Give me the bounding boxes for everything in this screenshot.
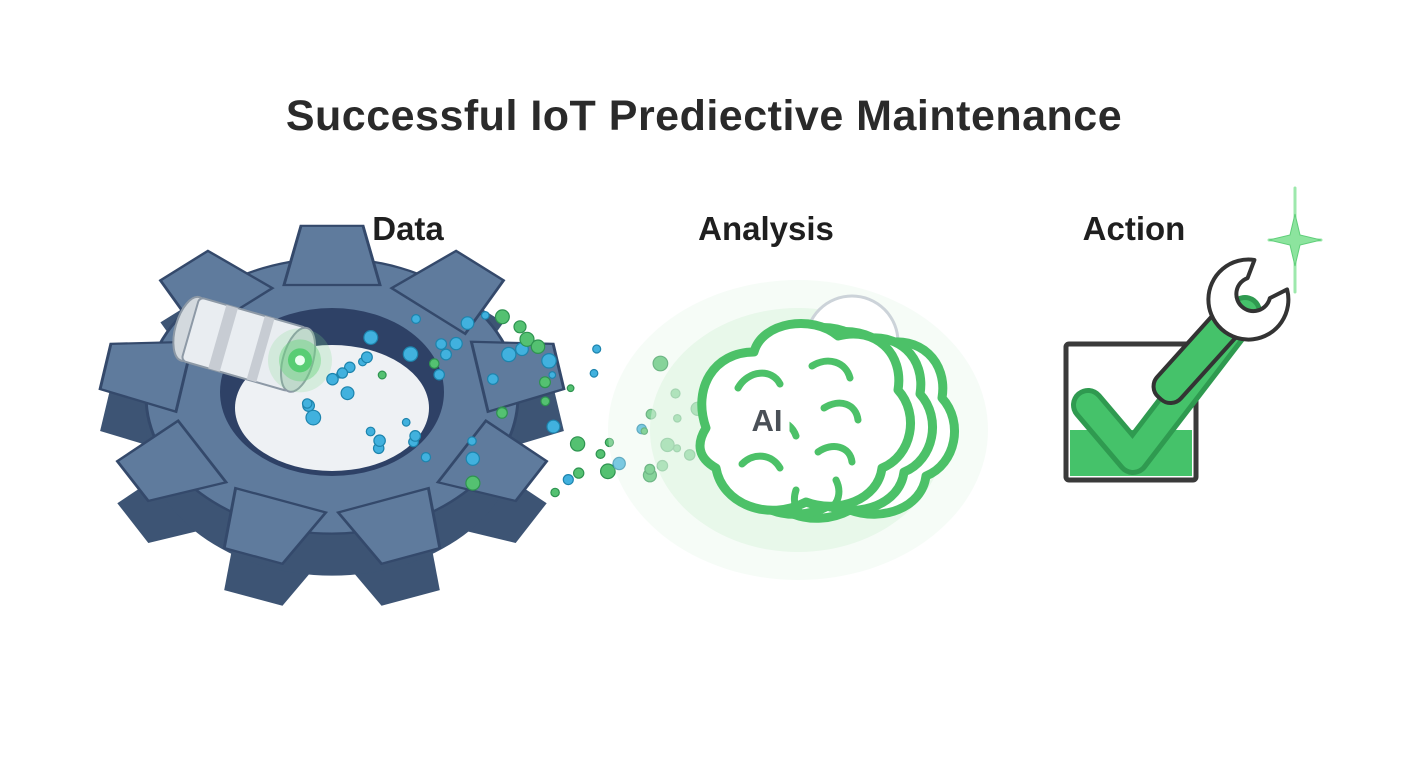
data-dot-blue: [411, 314, 422, 325]
data-dot-blue: [326, 372, 339, 386]
wrench-icon: [1151, 257, 1291, 406]
data-dot-green: [644, 463, 656, 475]
data-dot-blue: [336, 367, 349, 379]
data-dot-blue: [612, 456, 626, 471]
data-dot-blue: [480, 311, 490, 320]
data-dot-blue: [467, 436, 477, 446]
data-dot-blue: [409, 430, 422, 442]
data-dot-blue: [305, 409, 322, 426]
data-dot-blue: [435, 338, 448, 351]
data-dot-blue: [363, 330, 379, 346]
data-dot-blue: [433, 368, 445, 381]
data-dot-blue: [562, 474, 574, 486]
sensor-glow: [267, 328, 332, 393]
diagram-title: Successful IoT Prediective Maintenance: [285, 92, 1123, 140]
stage-label-data: Data: [372, 210, 444, 247]
data-dot-green: [652, 355, 669, 372]
stage-label-action: Action: [1082, 210, 1186, 247]
data-dot-green: [600, 463, 616, 480]
data-dot-green: [519, 331, 535, 347]
data-dot-green: [604, 437, 615, 448]
data-dot-blue: [440, 348, 453, 361]
data-dot-green: [569, 436, 586, 452]
data-dot-blue: [465, 451, 480, 466]
sensor-icon: [172, 295, 332, 393]
sparkle-icon: [1267, 186, 1323, 294]
data-dot-green: [494, 309, 510, 325]
data-dot-blue: [343, 361, 356, 374]
data-dot-green: [513, 320, 527, 334]
checkbox-frame: [1063, 341, 1199, 483]
data-dot-blue: [401, 417, 411, 427]
data-dot-blue: [301, 398, 313, 409]
data-dot-blue: [541, 352, 557, 369]
ai-brain-icon: [695, 319, 959, 523]
data-dot-blue: [340, 386, 355, 401]
data-dot-green: [530, 339, 546, 354]
gear-icon: [98, 224, 566, 606]
data-dot-blue: [420, 452, 432, 463]
data-dot-green: [640, 427, 649, 435]
data-dot-blue: [546, 419, 561, 434]
stage-label-analysis: Analysis: [698, 210, 834, 247]
data-dot-blue: [589, 368, 599, 378]
data-dot-green: [377, 370, 387, 380]
data-dot-blue: [592, 344, 602, 354]
data-dot-blue: [402, 346, 419, 362]
data-dot-blue: [548, 371, 557, 379]
data-dot-blue: [373, 434, 386, 447]
ai-text: AI: [744, 402, 790, 440]
data-dot-green: [573, 467, 585, 479]
data-dot-green: [496, 407, 508, 419]
data-dot-blue: [501, 346, 517, 363]
data-dot-blue: [449, 336, 463, 351]
data-dot-blue: [460, 316, 475, 331]
data-dot-green: [566, 384, 575, 393]
data-dot-green: [550, 487, 560, 498]
data-dot-green: [540, 396, 551, 407]
data-dot-blue: [360, 351, 373, 364]
data-dot-green: [538, 376, 551, 389]
data-dot-green: [428, 358, 440, 369]
data-dot-blue: [487, 373, 499, 386]
data-dot-green: [465, 475, 481, 491]
data-dot-green: [595, 449, 606, 460]
data-dot-blue: [365, 426, 376, 437]
wrench-head: [1206, 257, 1291, 342]
